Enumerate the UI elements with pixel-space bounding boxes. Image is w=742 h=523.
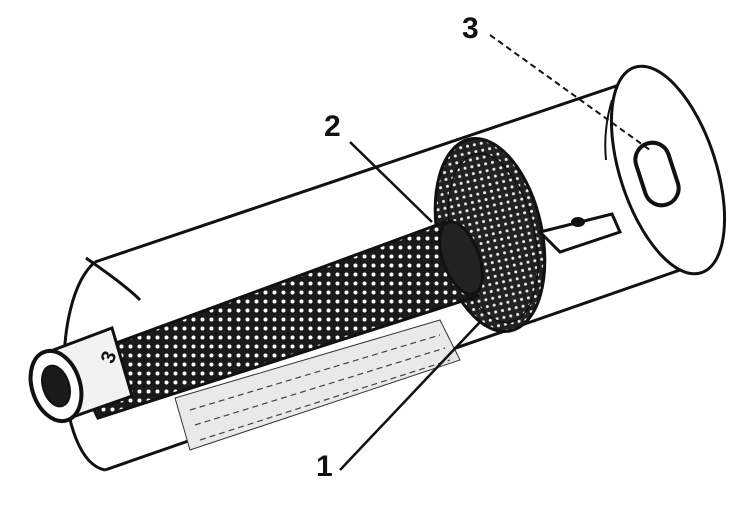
leader-lines xyxy=(339,34,651,471)
tube-end-nozzle xyxy=(28,326,134,424)
leader-line-2 xyxy=(349,141,433,223)
mounting-bracket xyxy=(537,212,623,254)
callout-1: 1 xyxy=(316,450,333,483)
leader-line-1 xyxy=(339,321,481,471)
callout-3: 3 xyxy=(462,12,479,45)
callout-2: 2 xyxy=(324,110,341,143)
leader-line-3 xyxy=(489,34,651,151)
slot-outlet xyxy=(604,99,681,208)
